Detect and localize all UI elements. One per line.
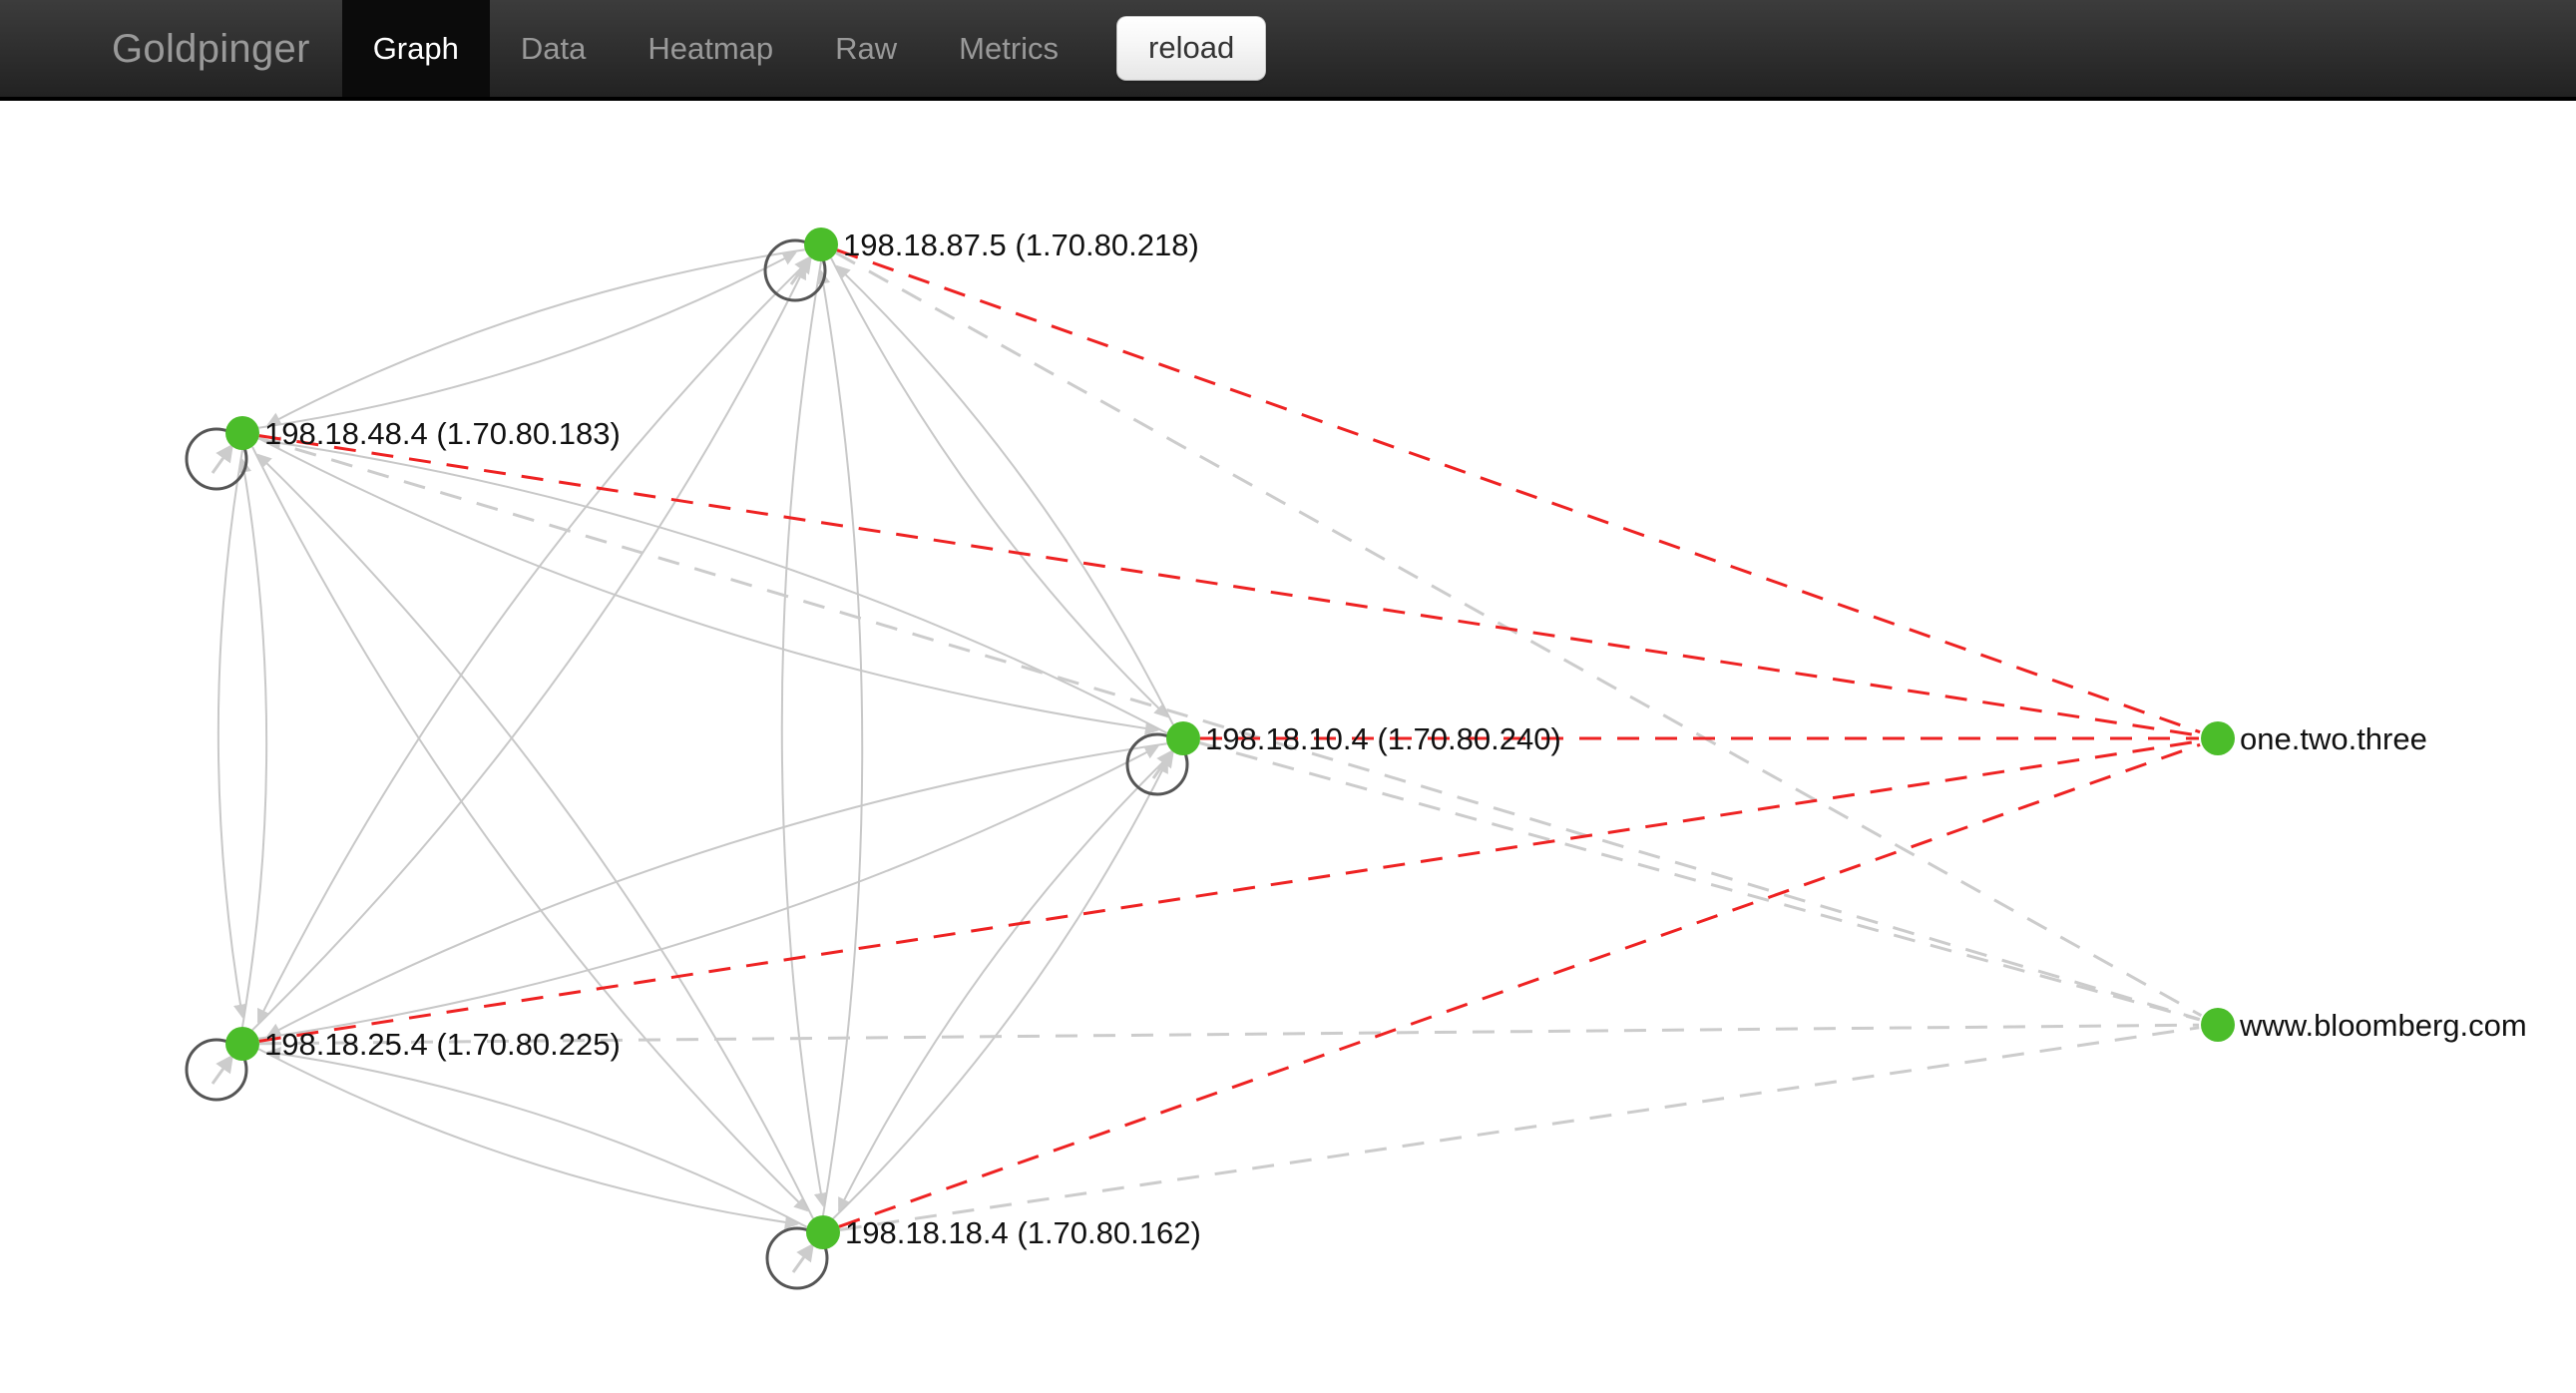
nodes-group[interactable]: 198.18.87.5 (1.70.80.218) 198.18.48.4 (1.… xyxy=(225,228,2527,1250)
graph-edge-probe xyxy=(838,742,2201,1228)
graph-edge xyxy=(266,436,1168,734)
graph-edge xyxy=(838,750,1174,1212)
reload-button-wrap: reload xyxy=(1089,0,1267,97)
graph-edge-probe xyxy=(258,434,2200,737)
node-circle[interactable] xyxy=(225,416,259,450)
network-graph-svg[interactable]: 198.18.87.5 (1.70.80.218) 198.18.48.4 (1.… xyxy=(0,101,2576,1393)
graph-node[interactable]: www.bloomberg.com xyxy=(2201,1008,2527,1043)
graph-edge-probe xyxy=(257,436,2201,1021)
reload-button[interactable]: reload xyxy=(1116,16,1267,81)
navbar-left-spacer xyxy=(0,0,80,97)
node-circle[interactable] xyxy=(2201,721,2235,755)
graph-edge xyxy=(257,437,1159,735)
graph-edge xyxy=(256,453,814,1219)
node-circle[interactable] xyxy=(2201,1008,2235,1042)
graph-node[interactable]: 198.18.48.4 (1.70.80.183) xyxy=(225,416,621,451)
graph-node[interactable]: 198.18.87.5 (1.70.80.218) xyxy=(804,228,1199,262)
self-loop-edge xyxy=(763,238,827,302)
graph-edge-probe xyxy=(258,739,2200,1043)
self-loop-arrow xyxy=(211,1054,234,1085)
graph-edge xyxy=(256,257,812,1024)
graph-edge xyxy=(266,1047,808,1228)
node-label: www.bloomberg.com xyxy=(2239,1008,2527,1043)
self-loop-arrow xyxy=(789,254,813,285)
graph-edge xyxy=(830,257,1169,718)
graph-edge xyxy=(835,264,1174,725)
self-loop-group xyxy=(185,238,1189,1290)
graph-node[interactable]: 198.18.25.4 (1.70.80.225) xyxy=(225,1027,621,1062)
tab-data[interactable]: Data xyxy=(520,31,587,66)
tab-metrics[interactable]: Metrics xyxy=(959,31,1060,66)
graph-edge xyxy=(816,269,864,1216)
graph-edge-probe xyxy=(836,248,2201,734)
tab-heatmap[interactable]: Heatmap xyxy=(647,31,774,66)
graph-edge xyxy=(780,260,828,1207)
probe-edges-group xyxy=(257,248,2203,1231)
graph-edge xyxy=(251,446,809,1212)
graph-node[interactable]: one.two.three xyxy=(2201,721,2427,756)
self-loop-edge xyxy=(1125,732,1189,796)
graph-edge xyxy=(257,1048,799,1229)
graph-canvas[interactable]: 198.18.87.5 (1.70.80.218) 198.18.48.4 (1.… xyxy=(0,101,2576,1393)
graph-edge xyxy=(258,251,797,429)
graph-edge xyxy=(251,264,807,1031)
graph-edge xyxy=(832,758,1168,1220)
self-loop-arrow xyxy=(211,443,234,474)
node-circle[interactable] xyxy=(804,228,838,261)
graph-node[interactable]: 198.18.18.4 (1.70.80.162) xyxy=(806,1215,1201,1250)
tab-raw[interactable]: Raw xyxy=(835,31,898,66)
graph-edge-probe xyxy=(835,250,2203,1018)
graph-edge-probe xyxy=(258,1023,2200,1046)
graph-edge xyxy=(266,248,805,426)
navbar: Goldpinger Graph Data Heatmap Raw Metric… xyxy=(0,0,2576,101)
node-label: 198.18.48.4 (1.70.80.183) xyxy=(264,416,621,451)
graph-edge-probe xyxy=(1198,741,2201,1022)
graph-edge xyxy=(258,745,1159,1040)
self-loop-edge xyxy=(765,1226,829,1290)
graph-edge xyxy=(266,742,1167,1037)
brand-logo[interactable]: Goldpinger xyxy=(112,26,310,71)
node-label: 198.18.10.4 (1.70.80.240) xyxy=(1205,721,1561,756)
node-label: one.two.three xyxy=(2240,721,2427,756)
self-loop-edge xyxy=(185,1038,248,1102)
node-label: 198.18.87.5 (1.70.80.218) xyxy=(843,228,1199,262)
self-loop-arrow xyxy=(1151,748,1175,779)
graph-edge xyxy=(237,458,268,1028)
graph-edge xyxy=(216,449,247,1019)
self-loop-arrow xyxy=(791,1242,815,1273)
node-label: 198.18.18.4 (1.70.80.162) xyxy=(845,1215,1201,1250)
tab-graph[interactable]: Graph xyxy=(341,0,490,97)
node-label: 198.18.25.4 (1.70.80.225) xyxy=(264,1027,621,1062)
graph-edge-probe xyxy=(839,1026,2200,1231)
internal-edges-group xyxy=(216,248,1174,1229)
graph-node[interactable]: 198.18.10.4 (1.70.80.240) xyxy=(1166,721,1561,756)
node-circle[interactable] xyxy=(225,1027,259,1061)
node-circle[interactable] xyxy=(1166,721,1200,755)
node-circle[interactable] xyxy=(806,1215,840,1249)
self-loop-edge xyxy=(185,427,248,491)
